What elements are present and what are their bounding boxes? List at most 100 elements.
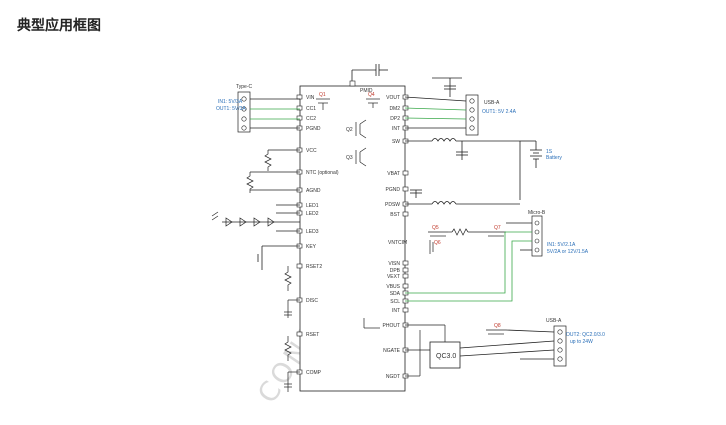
left-pin-label: RSET [306, 332, 319, 338]
mid-inductor [405, 189, 520, 205]
microb-connector [531, 215, 543, 257]
right-pin-label: SW [392, 139, 400, 145]
right-pin-box [402, 211, 409, 217]
right-pin-label: INT [392, 126, 400, 132]
right-pin-label: PDSW [385, 202, 400, 208]
left-pin-box [296, 263, 303, 269]
right-pin-label: VBUS [386, 284, 400, 290]
right-pin-label: VEXT [387, 274, 400, 280]
microb-desc-2: 5V/2A or 12V/1.5A [547, 249, 589, 255]
usba-top-desc: OUT1: 5V 2.4A [482, 109, 517, 115]
q2-transistor [355, 119, 367, 139]
q4-label: Q4 [368, 92, 375, 98]
key-button [257, 245, 300, 270]
right-pin-box [402, 267, 409, 273]
right-pin-label: DM2 [389, 106, 400, 112]
pmid-capacitor [351, 64, 388, 81]
left-pin-label: RSET2 [306, 264, 322, 270]
left-pin-label: LED2 [306, 211, 319, 217]
microb-label: Micro-B [528, 210, 546, 216]
right-pin-label: VBAT [387, 171, 400, 177]
right-pin-label: PHOUT [383, 323, 401, 329]
battery-symbol [520, 140, 542, 168]
typec-desc-1: IN1: 5V/3A [218, 99, 243, 105]
left-pin-label: VCC [306, 148, 317, 154]
usba-top-connector [465, 94, 479, 136]
right-pin-box [402, 283, 409, 289]
microb-desc-1: IN1: 5V/2.1A [547, 242, 576, 248]
qc-wiring [363, 318, 446, 377]
left-pin-box [296, 94, 303, 100]
left-pin-label: PGND [306, 126, 321, 132]
right-pin-label: VOUT [386, 95, 400, 101]
left-pin-label: VIN [306, 95, 315, 101]
left-pin-label: LED3 [306, 229, 319, 235]
usba-top-label: USB-A [484, 100, 500, 106]
usba-bottom-wires [459, 329, 555, 360]
q6-transistor [429, 240, 434, 254]
left-pin-box [296, 331, 303, 337]
battery-desc-1: 1S [546, 149, 553, 155]
right-pin-box [402, 186, 409, 192]
left-pin-label: CC1 [306, 106, 316, 112]
left-pin-box [296, 115, 303, 121]
left-pin-label: AGND [306, 188, 321, 194]
q2-label: Q2 [346, 127, 353, 133]
usba-bottom-connector [553, 325, 567, 367]
right-pin-label: SCL [390, 299, 400, 305]
page-title: 典型应用框图 [17, 18, 101, 34]
q6-label: Q6 [434, 240, 441, 246]
main-ic-body [299, 85, 406, 392]
right-pin-label: VISN [388, 261, 400, 267]
q3-label: Q3 [346, 155, 353, 161]
left-pin-label: CC2 [306, 116, 316, 122]
q1-label: Q1 [319, 92, 326, 98]
left-pin-box [296, 105, 303, 111]
right-pin-label: SDA [390, 291, 401, 297]
right-pin-label: NGATE [383, 348, 401, 354]
right-pin-box [402, 170, 409, 176]
usba-bottom-desc-1: OUT2: QC2.0/3.0 [566, 332, 605, 338]
vntcim-label: VNTCIM [388, 240, 407, 246]
left-pin-label: DISC [306, 298, 318, 304]
right-pin-box [402, 260, 409, 266]
right-pin-label: DPB [390, 268, 401, 274]
right-pin-label: BST [390, 212, 400, 218]
sense-resistor [448, 228, 486, 236]
right-pin-box [402, 307, 409, 313]
battery-desc-2: Battery [546, 155, 562, 161]
right-pin-label: DP2 [390, 116, 400, 122]
q3-transistor [355, 147, 367, 167]
left-pin-label: KEY [306, 244, 317, 250]
usba-bottom-desc-2: up to 24W [570, 339, 593, 345]
q1-transistor [316, 98, 330, 110]
led-array [211, 204, 300, 232]
q5-label: Q5 [432, 225, 439, 231]
right-pin-label: NGDT [386, 374, 400, 380]
output-capacitor [432, 77, 462, 97]
right-pin-box [402, 273, 409, 279]
q8-label: Q8 [494, 323, 501, 329]
usba-top-wires [404, 96, 467, 129]
q8-transistor [486, 329, 506, 335]
right-pin-label: PGND [386, 187, 401, 193]
q7-transistor [486, 231, 506, 237]
left-pin-label: LED1 [306, 203, 319, 209]
right-pin-label: INT [392, 308, 400, 314]
left-pin-label: COMP [306, 370, 322, 376]
typec-desc-2: OUT1: 5V/3A [216, 106, 246, 112]
typec-wires [250, 98, 300, 129]
pmid-pin-box [349, 80, 356, 87]
q7-label: Q7 [494, 225, 501, 231]
typec-label: Type-C [236, 84, 253, 90]
usba-bottom-label: USB-A [546, 318, 562, 324]
pmid-label: PMID [360, 88, 373, 94]
qc30-label: QC3.0 [436, 353, 456, 360]
q4-transistor [366, 98, 380, 108]
typec-connector [237, 91, 251, 133]
q5-transistor [428, 231, 448, 237]
sw-inductor [405, 138, 521, 200]
left-pin-label: NTC (optional) [306, 170, 339, 176]
qc30-chip [429, 341, 461, 369]
